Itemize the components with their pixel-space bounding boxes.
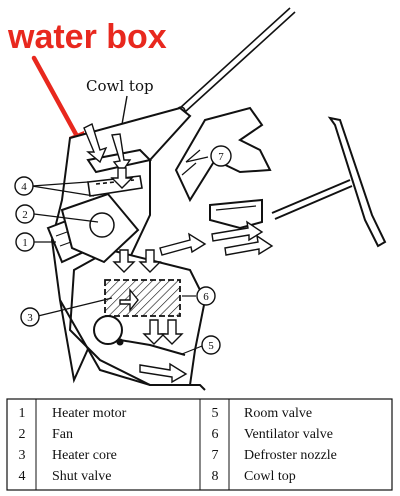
legend-num-2: 2 [19, 427, 26, 442]
airflow-arrows [83, 123, 274, 384]
fan [60, 192, 140, 264]
water-box-annotation: water box [7, 18, 167, 56]
heater-core [104, 279, 181, 317]
callout-6-number: 6 [203, 291, 209, 303]
callout-5: 5 [181, 335, 221, 355]
legend-label-4: Shut valve [52, 469, 112, 484]
callout-3-number: 3 [27, 312, 33, 324]
callout-1-number: 1 [22, 237, 28, 249]
legend-table: 1 Heater motor 2 Fan 3 Heater core 4 Shu… [6, 398, 393, 491]
legend-num-4: 4 [19, 469, 26, 484]
callout-7: 7 [185, 145, 232, 167]
room-valve [93, 315, 186, 356]
legend-label-7: Defroster nozzle [244, 448, 337, 463]
callout-1: 1 [15, 232, 56, 252]
callout-2-number: 2 [22, 209, 28, 221]
legend-num-1: 1 [19, 406, 26, 421]
legend-label-6: Ventilator valve [244, 427, 333, 442]
callout-4-number: 4 [21, 181, 27, 193]
legend-num-6: 6 [212, 427, 219, 442]
legend-num-5: 5 [212, 406, 219, 421]
legend-label-8: Cowl top [244, 469, 296, 484]
callout-3: 3 [20, 297, 113, 327]
legend-label-1: Heater motor [52, 406, 127, 421]
legend-num-8: 8 [212, 469, 219, 484]
vent-outlet [209, 198, 263, 230]
callout-4: 4 [14, 176, 95, 197]
steering-column [271, 116, 387, 248]
callout-7-number: 7 [218, 151, 224, 163]
callout-2: 2 [15, 204, 99, 224]
windshield [176, 7, 296, 116]
legend-label-5: Room valve [244, 406, 312, 421]
callout-5-number: 5 [208, 340, 214, 352]
callout-6: 6 [182, 286, 216, 306]
legend-label-3: Heater core [52, 448, 117, 463]
legend-num-3: 3 [19, 448, 26, 463]
legend-label-2: Fan [52, 427, 73, 442]
legend-num-7: 7 [212, 448, 219, 463]
cowl-top-label: Cowl top [86, 77, 154, 95]
